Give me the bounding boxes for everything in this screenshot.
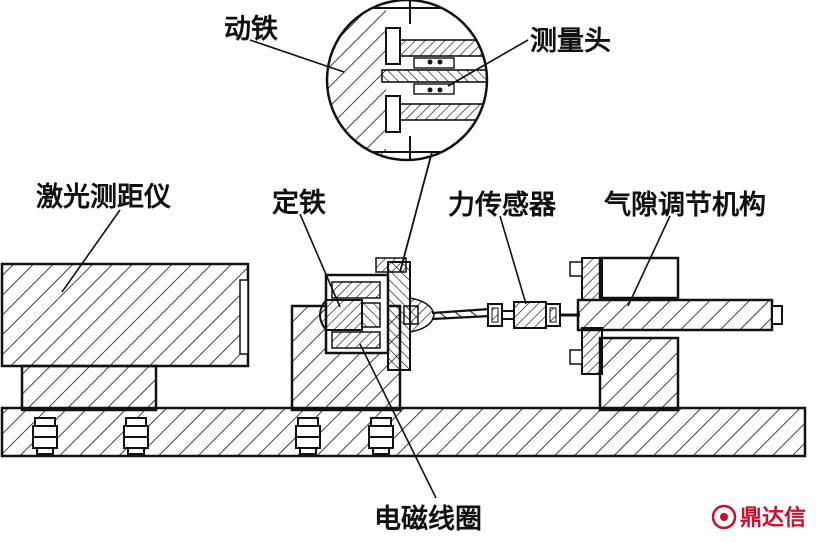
air-gap-mechanism [569,256,783,412]
fixed-iron-assembly [319,273,390,355]
label-em-coil: 电磁线圈 [374,504,482,535]
watermark: 鼎达信 [711,504,806,531]
laser-support-block [20,364,158,412]
laser-rangefinder-body [0,262,250,368]
watermark-text: 鼎达信 [740,505,806,531]
label-measuring-head: 测量头 [530,26,611,57]
label-laser-rangefinder: 激光测距仪 [36,181,171,213]
bolts [32,417,394,455]
watermark-logo-icon [711,504,737,530]
label-air-gap-mechanism: 气隙调节机构 [603,190,766,221]
label-fixed-iron: 定铁 [272,187,326,219]
label-force-sensor: 力传感器 [448,189,557,221]
push-rod [431,307,491,315]
force-sensor-body [487,301,561,329]
magnifier-lead-line [399,151,433,273]
leader-lines [61,39,671,499]
moving-iron-assembly [375,257,435,371]
label-moving-iron: 动铁 [224,14,278,45]
magnified-view [325,0,489,162]
